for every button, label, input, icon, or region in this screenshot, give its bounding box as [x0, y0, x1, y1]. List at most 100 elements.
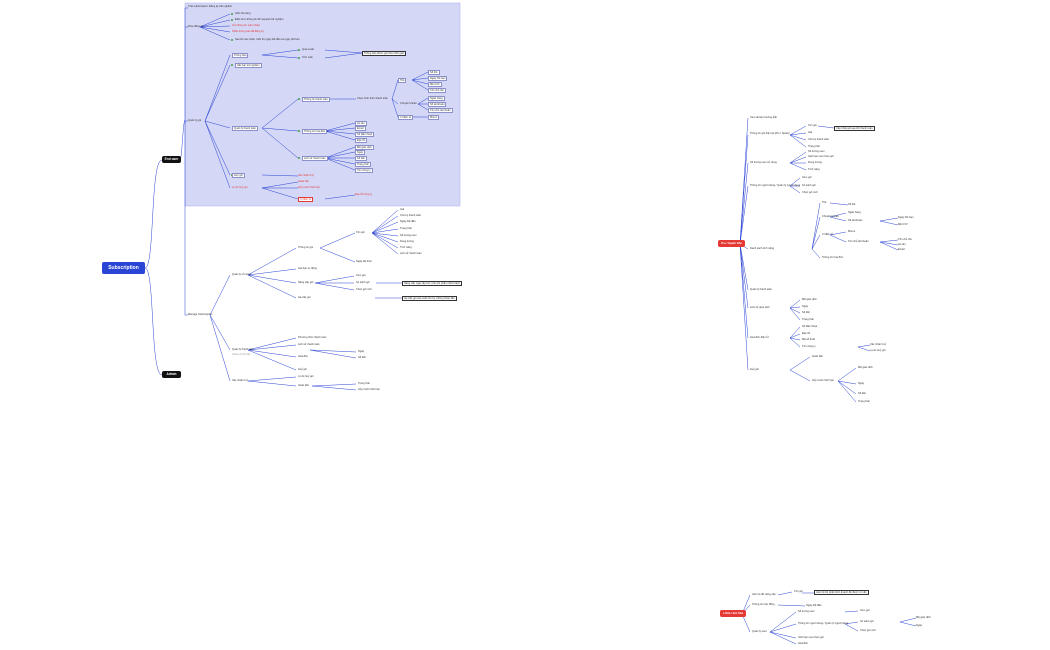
- branch-pro-spark[interactable]: Pro / Spark Site: [718, 240, 745, 247]
- pro-item-4: Thông tin người dùng / Quản lý người dùn…: [750, 184, 801, 187]
- sub-info-detail: Tên gói: [356, 231, 365, 234]
- status-dot: [231, 19, 233, 21]
- edge-root-enduser: [144, 159, 163, 269]
- plan-item-2: Chu kỳ thanh toán: [400, 214, 422, 217]
- csite-sub-11: Ngày: [916, 624, 923, 627]
- cancel-note-box: Ví điện tử: [298, 197, 314, 202]
- trial-label: Trial subscription: Đăng ký trải nghiệm: [188, 5, 233, 8]
- status-dot: [231, 39, 233, 41]
- status-dot: [298, 49, 300, 51]
- plan-item-4: Trạng thái: [400, 227, 412, 230]
- pro-sub-32: Mã số thuế: [802, 338, 815, 341]
- pro-sub-6: Giới hạn user theo gói: [808, 155, 834, 158]
- branch-end-user[interactable]: End user: [162, 156, 181, 163]
- cancel-reason: Lý do huỷ gói: [232, 186, 248, 189]
- cancel-confirm: Xác nhận huỷ: [298, 174, 314, 177]
- cancel-early: Hủy trước thời hạn: [298, 186, 320, 189]
- cancel-sub-label: Xác nhận huỷ: [232, 379, 248, 382]
- notify-web: Trên web: [302, 56, 313, 59]
- pro-sub-29: Trạng thái: [802, 318, 814, 321]
- pro-item-3: Số lượng user sử dụng: [750, 161, 777, 164]
- pro-sub-25: Thông tin hoá đơn: [822, 256, 844, 259]
- downgrade-note: Hạ cấp gói vào cuối chu kỳ, không hoàn t…: [402, 296, 457, 301]
- usage-label: Quản lý sử dụng: [232, 273, 252, 276]
- csite-sub-3: Số lượng user: [798, 610, 815, 613]
- status-dot: [231, 13, 233, 15]
- billing-item-1: Phương thức thanh toán: [298, 336, 327, 339]
- invoice-field-1: Họ tên: [355, 121, 367, 126]
- pro-item-1: Xem tài liệu hướng dẫn: [750, 116, 778, 119]
- branch-admin[interactable]: Admin: [162, 371, 181, 378]
- pro-sub-17: Ngày hết hạn: [898, 216, 914, 219]
- csite-sub-1: Tên gói: [794, 590, 803, 593]
- root-node[interactable]: Subscription: [102, 262, 145, 274]
- history-field-2: Ngày: [355, 150, 366, 155]
- cancel-sub-opt-2: Hoàn tiền: [298, 384, 310, 387]
- status-dot: [298, 130, 300, 132]
- csite-sub-7: Xem gói: [860, 609, 870, 612]
- trial-end-node: Hết hạn trải nghiệm: [235, 63, 262, 68]
- invoice-field-4: Địa chỉ: [355, 138, 367, 143]
- pro-sub-12: Thẻ: [822, 201, 827, 204]
- flow-step-2: Điền form thông tin để request trải nghi…: [235, 18, 284, 21]
- auto-renew-label: Gia hạn tự động: [298, 267, 317, 270]
- csite-sub-5: Giới hạn user theo gói: [798, 636, 824, 639]
- pro-sub-28: Số tiền: [802, 311, 811, 314]
- cancel-detail: Địa chỉ công ty: [355, 193, 373, 196]
- pro-sub-33: Tên công ty: [802, 345, 816, 348]
- pro-sub-8: Tính năng: [808, 168, 820, 171]
- status-dot: [298, 57, 300, 59]
- pro-sub-7: Dung lượng: [808, 161, 822, 164]
- pro-sub-26: Mã giao dịch: [802, 298, 817, 301]
- payment-node: Quản lý thanh toán: [232, 126, 258, 131]
- pro-sub-24: Email: [898, 248, 905, 251]
- status-dot: [231, 64, 233, 66]
- plan-item-8: Lịch sử thanh toán: [400, 252, 422, 255]
- pro-item-7: Lịch sử giao dịch: [750, 306, 770, 309]
- method-bank: Chuyển khoản: [400, 102, 417, 105]
- pro-sub-36: Hoàn tiền: [812, 355, 824, 358]
- notify-email: Qua email: [302, 48, 314, 51]
- pro-item-8: Hoá đơn điện tử: [750, 336, 769, 339]
- pro-sub-21: Tên chủ tài khoản: [848, 240, 869, 243]
- billing-hint: Chưa có dữ liệu: [232, 353, 251, 356]
- billing-item-4: Huỷ gói: [298, 368, 307, 371]
- flow-step-3: Gửi thông tin (xác nhận): [232, 24, 260, 27]
- manage-sub-label: Manage Subscription: [188, 313, 213, 316]
- cancel-sub-detail-1: Trạng thái: [358, 382, 370, 385]
- pro-sub-19: Ví điện tử: [822, 233, 834, 236]
- pro-sub-35: Lý do huỷ gói: [870, 349, 886, 352]
- pro-sub-11: Chọn gói mới: [802, 191, 818, 194]
- csite-note: Liên hệ bộ phận kinh doanh để được tư vấ…: [814, 590, 869, 595]
- pro-item-6: Quản lý thanh toán: [750, 288, 772, 291]
- flow-step-1: Hiển thị trang: [235, 12, 251, 15]
- pro-sub-2: Giá: [808, 131, 813, 134]
- pro-sub-15: Ngân hàng: [848, 211, 861, 214]
- pro-sub-4: Trạng thái: [808, 145, 820, 148]
- history-field-4: Trạng thái: [355, 162, 371, 167]
- cancel-sub-opt-1: Lý do huỷ gói: [298, 375, 314, 378]
- wallet-momo: Momo: [428, 115, 440, 120]
- plan-item-3: Ngày bắt đầu: [400, 220, 416, 223]
- csite-item-2: Thông tin hợp đồng: [752, 603, 775, 606]
- csite-sub-2: Ngày bắt đầu: [806, 604, 822, 607]
- pro-item-9: Huỷ gói: [750, 368, 759, 371]
- plan-item-1: Giá: [400, 208, 405, 211]
- flow-label: Flow đăng ký: [188, 25, 204, 28]
- pro-sub-3: Chu kỳ thanh toán: [808, 138, 830, 141]
- notify-node: Thông báo: [232, 53, 249, 58]
- notify-note: Thông báo được gửi theo thời gian: [362, 51, 407, 56]
- csite-sub-8: So sánh gói: [860, 620, 874, 623]
- plan-item-5: Số lượng user: [400, 234, 417, 237]
- history-node: Lịch sử thanh toán: [302, 156, 328, 161]
- pro-sub-40: Số tiền: [858, 392, 867, 395]
- pro-sub-31: Địa chỉ: [802, 332, 810, 335]
- pro-sub-37: Hủy trước thời hạn: [812, 379, 834, 382]
- upgrade-label: Nâng cấp gói: [298, 281, 314, 284]
- bank-field-1: Ngân hàng: [428, 96, 445, 101]
- branch-c-site[interactable]: c-Site / Ent Site: [720, 610, 746, 617]
- plan-label: Quản lý gói: [188, 119, 202, 122]
- cancel-refund: Hoàn tiền: [298, 180, 310, 183]
- pro-sub-20: Momo: [848, 230, 856, 233]
